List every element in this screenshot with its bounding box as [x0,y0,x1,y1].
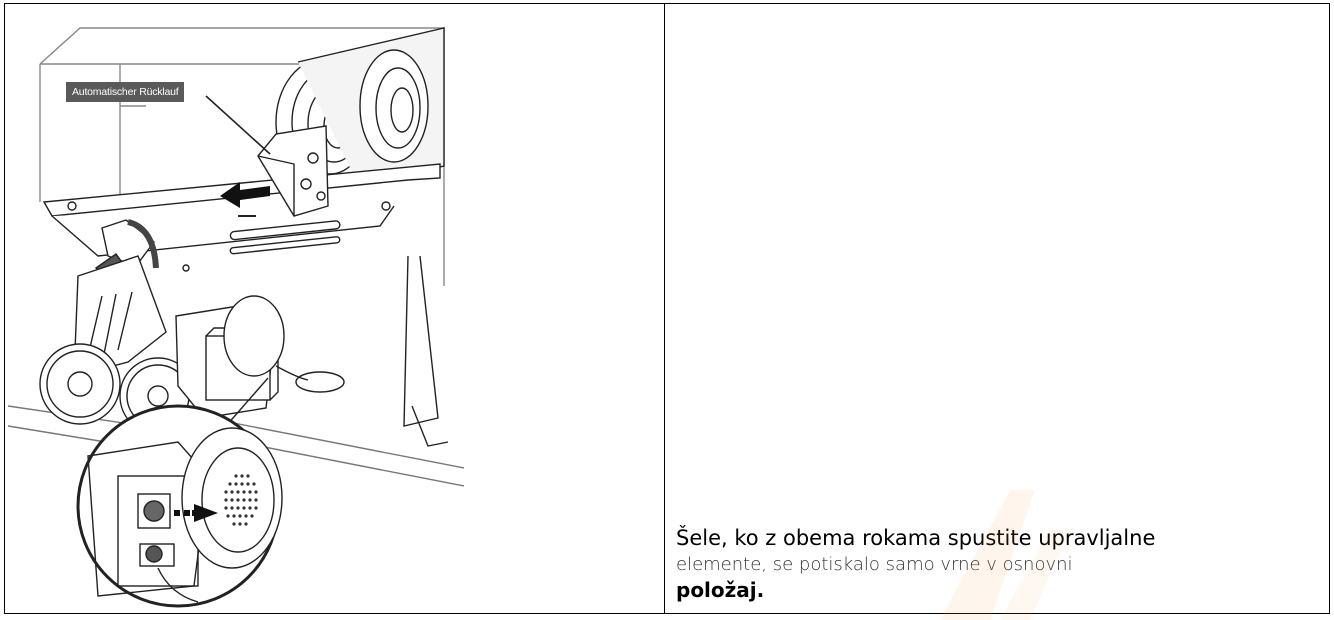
instruction-text: Šele, ko z obema rokama spustite upravlj… [676,524,1326,602]
instruction-line-1: Šele, ko z obema rokama spustite upravlj… [676,524,1326,552]
column-divider [664,3,665,614]
callout-label: Automatischer Rücklauf [66,82,184,102]
instruction-line-3: položaj. [676,578,1326,602]
instruction-line-2: elemente, se potiskalo samo vrne v osnov… [676,552,1326,578]
